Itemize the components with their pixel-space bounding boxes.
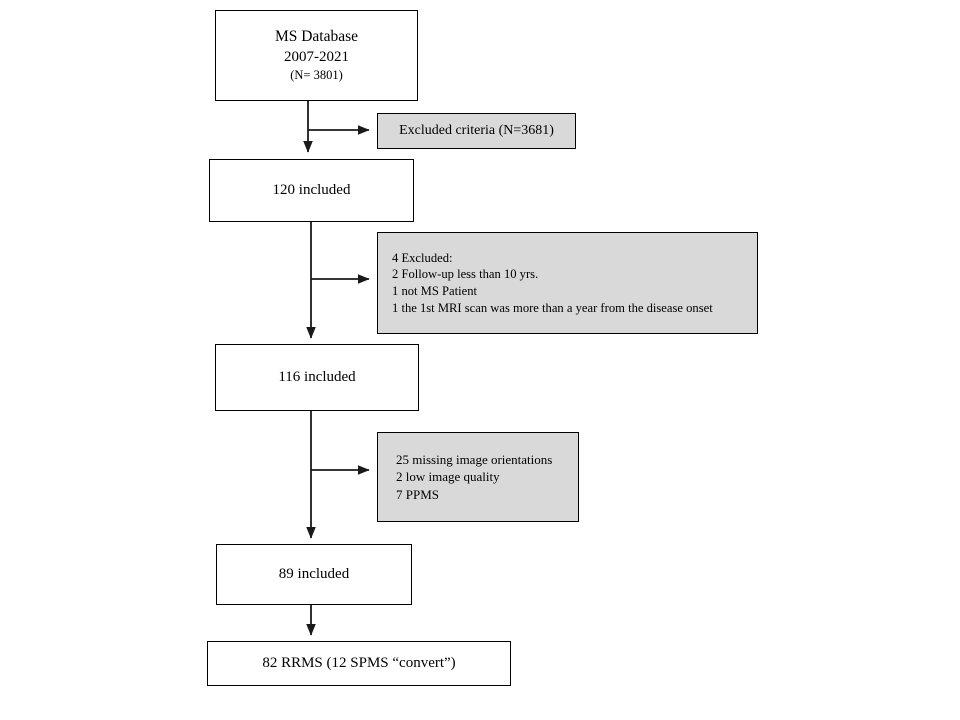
node-image-issues: 25 missing image orientations 2 low imag…	[377, 432, 579, 522]
node-ms-database-line-2: 2007-2021	[283, 48, 349, 65]
node-excluded-4-body: 4 Excluded: 2 Follow-up less than 10 yrs…	[378, 250, 757, 316]
node-excluded-criteria-body: Excluded criteria (N=3681)	[389, 122, 564, 140]
node-included-89-body: 89 included	[269, 565, 359, 585]
node-included-116: 116 included	[215, 344, 419, 411]
node-rrms-82-body: 82 RRMS (12 SPMS “convert”)	[252, 654, 465, 674]
node-image-issues-line-1: 25 missing image orientations	[396, 452, 553, 468]
node-included-89-label: 89 included	[278, 565, 350, 582]
node-ms-database-body: MS Database 2007-2021 (N= 3801)	[265, 27, 368, 84]
node-ms-database-line-1: MS Database	[274, 28, 359, 46]
node-included-89: 89 included	[216, 544, 412, 605]
node-rrms-82: 82 RRMS (12 SPMS “convert”)	[207, 641, 511, 686]
node-excluded-4: 4 Excluded: 2 Follow-up less than 10 yrs…	[377, 232, 758, 334]
node-included-116-body: 116 included	[268, 368, 365, 388]
node-included-120: 120 included	[209, 159, 414, 222]
node-image-issues-body: 25 missing image orientations 2 low imag…	[378, 451, 578, 502]
node-excluded-criteria-label: Excluded criteria (N=3681)	[399, 122, 554, 138]
node-included-120-label: 120 included	[272, 181, 351, 198]
node-image-issues-line-3: 7 PPMS	[396, 486, 439, 502]
node-excluded-criteria: Excluded criteria (N=3681)	[377, 113, 576, 149]
node-excluded-4-line-2: 2 Follow-up less than 10 yrs.	[392, 267, 539, 282]
node-included-120-body: 120 included	[263, 181, 361, 201]
node-rrms-82-label: 82 RRMS (12 SPMS “convert”)	[262, 654, 456, 671]
node-image-issues-line-2: 2 low image quality	[396, 469, 500, 485]
node-ms-database: MS Database 2007-2021 (N= 3801)	[215, 10, 418, 101]
node-included-116-label: 116 included	[278, 368, 356, 385]
node-ms-database-line-3: (N= 3801)	[290, 68, 343, 83]
node-excluded-4-line-4: 1 the 1st MRI scan was more than a year …	[392, 300, 713, 315]
node-excluded-4-line-3: 1 not MS Patient	[392, 284, 478, 298]
node-excluded-4-line-1: 4 Excluded:	[392, 250, 453, 265]
